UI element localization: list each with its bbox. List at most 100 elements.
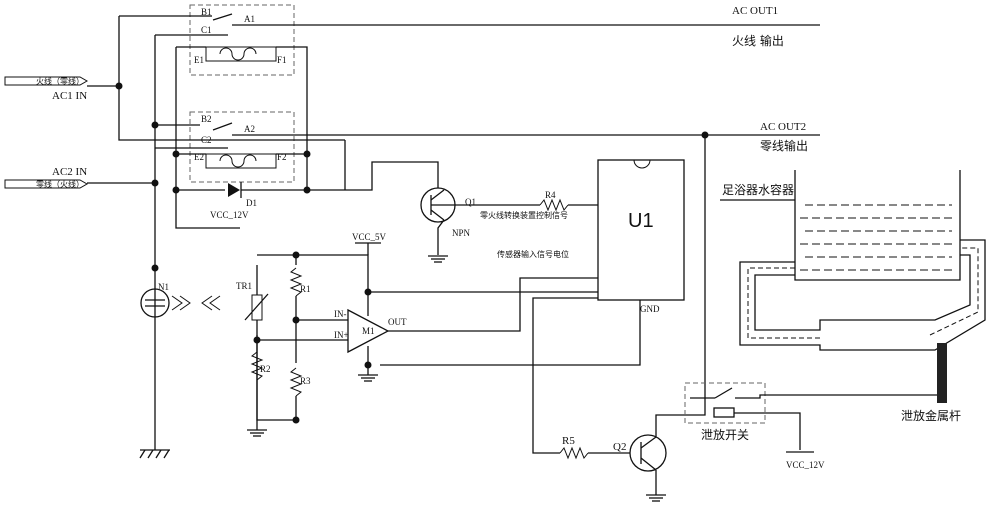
u1-to-r5-wire [532, 297, 598, 454]
m1-label: M1 [362, 326, 375, 336]
junction [701, 131, 709, 139]
junction [151, 264, 159, 272]
ac-out2-drop [690, 135, 706, 416]
ac-out2-label: AC OUT2 [760, 121, 806, 133]
f1-label: F1 [277, 55, 287, 65]
discharge-switch-label: 泄放开关 [701, 427, 749, 442]
junction [292, 316, 300, 324]
b1-label: B1 [201, 7, 212, 17]
r5-resistor [559, 446, 589, 460]
b2-label: B2 [201, 114, 212, 124]
gnd-label: GND [640, 304, 660, 314]
discharge-switch-box [684, 382, 766, 424]
junction [151, 179, 159, 187]
ac1-tag-label: 火线（零线） [36, 76, 84, 86]
discharge-to-vcc12 [734, 412, 801, 450]
junction [172, 150, 180, 158]
d1-label: D1 [246, 198, 257, 208]
out-label: OUT [388, 317, 407, 327]
q1-emitter [430, 209, 445, 221]
relay1-contact [212, 13, 233, 21]
tr1-ground [247, 429, 267, 437]
q2-emitter [640, 457, 657, 471]
d1-diode [228, 183, 240, 197]
q1-collector-wire [345, 161, 439, 191]
ac1-in-label: AC1 IN [52, 90, 87, 102]
junction [151, 121, 159, 129]
relay2-box [189, 111, 295, 183]
ac2-in-label: AC2 IN [52, 166, 87, 178]
relay1-coil [219, 47, 257, 61]
relay1-coil-box [205, 46, 277, 62]
in-plus-label: IN+ [334, 330, 349, 340]
q2-label: Q2 [613, 441, 626, 453]
r2-resistor [250, 351, 264, 381]
junction [364, 361, 372, 369]
vcc12-top-wire [175, 175, 240, 229]
junction [292, 416, 300, 424]
tr1-body [251, 294, 263, 321]
discharge-contact [714, 387, 733, 399]
relay1-box [189, 4, 295, 76]
in-minus-label: IN- [334, 309, 347, 319]
r1-label: R1 [300, 284, 311, 294]
npn-label: NPN [452, 228, 471, 238]
coil-to-q1 [306, 175, 345, 191]
earth-ground [139, 449, 170, 459]
sensor-signal-wire [519, 277, 598, 325]
vcc12-bottom-label: VCC_12V [786, 460, 825, 470]
n1-light-arrows [171, 295, 221, 311]
c2-label: C2 [201, 135, 212, 145]
r5-label: R5 [562, 435, 575, 447]
zero-out-label: 零线输出 [760, 138, 808, 153]
c1-label: C1 [201, 25, 212, 35]
relay2-coil-box [205, 153, 277, 169]
r3-label: R3 [300, 376, 311, 386]
pipe-outer [739, 239, 986, 351]
vcc12-top-label: VCC_12V [210, 210, 249, 220]
r4-resistor [539, 198, 569, 212]
water-lines [800, 204, 952, 271]
pipe-flow [747, 247, 979, 339]
q1-ground [428, 255, 448, 263]
f1-wire [276, 46, 308, 175]
r2-label: R2 [260, 364, 271, 374]
discharge-to-rod [735, 345, 943, 399]
pipe-inner [754, 254, 971, 331]
ac1-vertical-bus [118, 16, 345, 141]
fire-out-label: 火线 输出 [732, 33, 784, 48]
e2-label: E2 [194, 152, 204, 162]
r3-resistor [289, 367, 303, 397]
junction [115, 82, 123, 90]
relay2-coil [219, 154, 257, 168]
q2-collector [640, 436, 657, 449]
junction [364, 288, 372, 296]
metal-rod [937, 343, 947, 403]
ac1-input-tag [4, 76, 89, 86]
a1-label: A1 [244, 14, 255, 24]
junction [253, 336, 261, 344]
q1-collector [430, 189, 445, 201]
ac-out1-label: AC OUT1 [732, 5, 778, 17]
u1-gnd-wire [380, 300, 641, 366]
e1-label: E1 [194, 55, 204, 65]
junction [172, 186, 180, 194]
discharge-coil [713, 407, 735, 418]
q2-transistor [629, 434, 667, 472]
sensor-signal-label: 传感器输入信号电位 [497, 249, 569, 259]
vcc5-label: VCC_5V [352, 232, 387, 242]
ac2-tag-label: 零线（火线） [36, 179, 84, 189]
junction [303, 186, 311, 194]
m1-opamp [347, 308, 390, 354]
container-walls [794, 170, 961, 281]
junction [303, 150, 311, 158]
relay2-contact [212, 122, 233, 131]
vcc-top-link [257, 254, 297, 265]
tr1-label: TR1 [236, 281, 252, 291]
r4-label: R4 [545, 190, 556, 200]
metal-rod-label: 泄放金属杆 [901, 408, 961, 423]
u1-label: U1 [628, 210, 654, 232]
m1-out-wire [388, 325, 521, 332]
